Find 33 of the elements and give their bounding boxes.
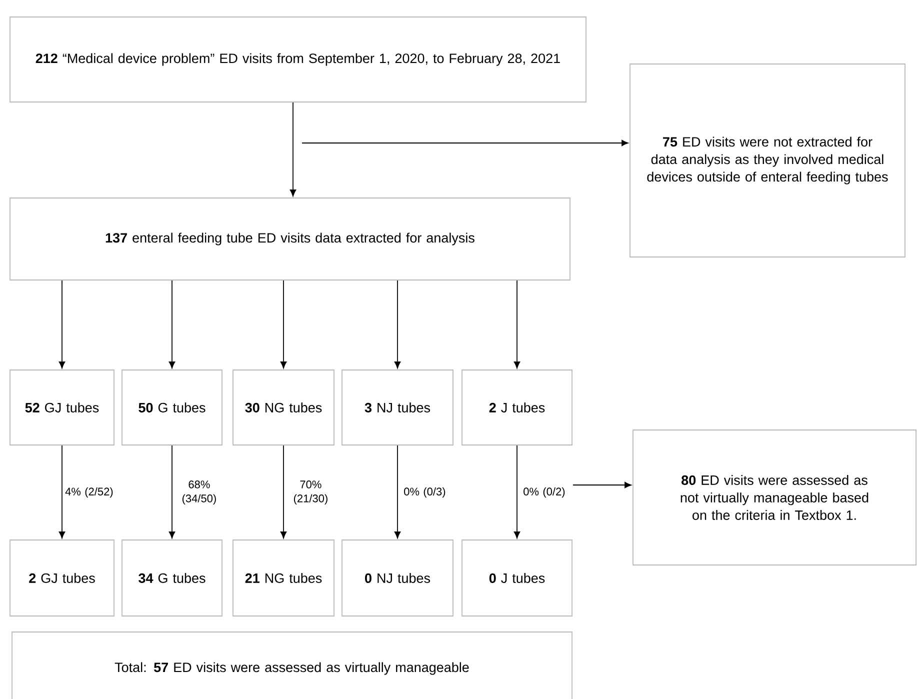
flow-box: 2 GJ tubes xyxy=(10,540,114,616)
flow-box: 52 GJ tubes xyxy=(10,370,114,446)
arrow xyxy=(514,445,520,538)
flow-box: 80 ED visits were assessed as not virtually manageable based on the criteria in Textbox 1. xyxy=(632,430,916,566)
arrow xyxy=(58,280,66,368)
edge-label: 70% (21/30) xyxy=(284,480,337,506)
flow-box: 34 G tubes xyxy=(122,540,222,616)
edge-label: 0% (0/3) xyxy=(398,486,451,499)
flow-box: Total: 57 ED visits were assessed as virtually manageable xyxy=(12,632,572,699)
arrow xyxy=(280,280,287,368)
edge-label: 4% (2/52) xyxy=(63,486,116,499)
flow-box: 2 J tubes xyxy=(462,370,572,446)
flow-box: 50 G tubes xyxy=(122,370,222,446)
flow-box: 212 “Medical device problem” ED visits from September 1, 2020, to February 28, 2021 xyxy=(10,16,586,102)
arrow xyxy=(394,280,401,368)
flow-box: 3 NJ tubes xyxy=(342,370,454,446)
arrow xyxy=(280,445,287,538)
flow-box: 21 NG tubes xyxy=(232,540,334,616)
flow-box: 0 J tubes xyxy=(462,540,572,616)
arrow xyxy=(168,445,176,538)
flow-box: 75 ED visits were not extracted for data analysis as they involved medical devices outside of enteral feeding tubes xyxy=(630,64,906,258)
flow-box: 30 NG tubes xyxy=(232,370,334,446)
flow-box: 137 enteral feeding tube ED visits data extracted for analysis xyxy=(10,198,570,280)
edge-label: 0% (0/2) xyxy=(518,486,570,499)
arrow xyxy=(302,140,628,146)
arrow xyxy=(572,482,632,488)
arrow xyxy=(514,280,520,368)
arrow xyxy=(168,280,176,368)
arrow xyxy=(394,445,401,538)
flow-box: 0 NJ tubes xyxy=(342,540,454,616)
arrow xyxy=(58,445,66,538)
edge-label: 68% (34/50) xyxy=(173,480,226,506)
arrow xyxy=(290,102,296,196)
